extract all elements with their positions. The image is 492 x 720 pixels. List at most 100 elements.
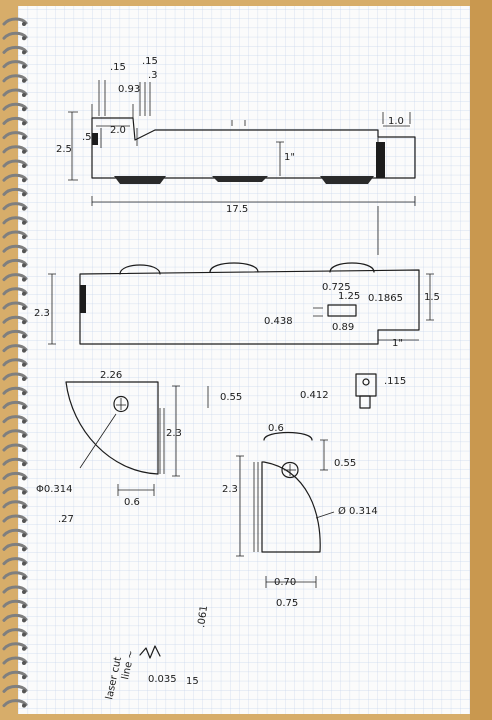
spiral-hole bbox=[22, 220, 26, 225]
spiral-hole bbox=[22, 419, 26, 424]
spiral-coil bbox=[2, 500, 28, 509]
spiral-hole bbox=[22, 618, 26, 623]
spiral-hole bbox=[22, 533, 26, 538]
spiral-hole bbox=[22, 547, 26, 552]
spiral-coil bbox=[2, 372, 28, 381]
spiral-coil bbox=[2, 585, 28, 594]
label: 0.89 bbox=[332, 322, 354, 333]
spiral-hole bbox=[22, 661, 26, 665]
spiral-hole bbox=[22, 646, 26, 651]
spiral-hole bbox=[22, 291, 26, 296]
spiral-coil bbox=[2, 102, 28, 111]
spiral-coil bbox=[2, 145, 28, 154]
spiral-hole bbox=[22, 263, 26, 268]
spiral-coil bbox=[2, 88, 28, 97]
spiral-coil bbox=[2, 471, 28, 480]
notebook-page bbox=[18, 6, 470, 714]
spiral-hole bbox=[22, 604, 26, 609]
spiral-hole bbox=[22, 362, 26, 367]
spiral-coil bbox=[2, 216, 28, 225]
spiral-hole bbox=[22, 561, 26, 566]
label: .3 bbox=[148, 70, 158, 81]
spiral-coil bbox=[2, 74, 28, 83]
spiral-hole bbox=[22, 348, 26, 353]
label: 1" bbox=[284, 152, 295, 163]
label: 0.725 bbox=[322, 282, 351, 293]
spiral-hole bbox=[22, 64, 26, 69]
spiral-hole bbox=[22, 490, 26, 495]
label: 15 bbox=[186, 676, 199, 687]
spiral-coil bbox=[2, 202, 28, 211]
small-tab-drawing bbox=[355, 373, 377, 409]
spiral-coil bbox=[2, 329, 28, 338]
spiral-hole bbox=[22, 149, 26, 154]
label: 0.412 bbox=[300, 390, 329, 401]
spiral-hole bbox=[22, 206, 26, 211]
label: 2.5 bbox=[56, 144, 72, 155]
spiral-hole bbox=[22, 121, 26, 126]
label: 0.438 bbox=[264, 316, 293, 327]
spiral-coil bbox=[2, 386, 28, 395]
spiral-coil bbox=[2, 17, 28, 26]
spiral-coil bbox=[2, 684, 28, 693]
spiral-hole bbox=[22, 405, 26, 410]
spiral-binding bbox=[2, 17, 28, 708]
spiral-coil bbox=[2, 642, 28, 651]
laser-squiggle bbox=[139, 645, 161, 659]
spiral-hole bbox=[22, 703, 26, 708]
spiral-hole bbox=[22, 178, 26, 183]
spiral-hole bbox=[22, 249, 26, 254]
label: .5 bbox=[82, 132, 92, 143]
spiral-hole bbox=[22, 689, 26, 694]
label: 2.0 bbox=[110, 125, 126, 136]
spiral-coil bbox=[2, 173, 28, 182]
label: 1.0 bbox=[388, 116, 404, 127]
label: 0.93 bbox=[118, 84, 140, 95]
spiral-coil bbox=[2, 514, 28, 523]
label: 0.035 bbox=[148, 674, 177, 685]
label: 1" bbox=[392, 338, 403, 349]
spiral-hole bbox=[22, 675, 26, 680]
label: .061 bbox=[196, 605, 210, 629]
spiral-coil bbox=[2, 628, 28, 637]
spiral-hole bbox=[22, 306, 26, 310]
top-view-drawing bbox=[68, 80, 416, 255]
label: 2.3 bbox=[166, 428, 182, 439]
spiral-hole bbox=[22, 334, 26, 339]
spiral-coil bbox=[2, 457, 28, 466]
spiral-hole bbox=[22, 277, 26, 282]
spiral-hole bbox=[22, 107, 26, 112]
spiral-coil bbox=[2, 116, 28, 125]
spiral-coil bbox=[2, 571, 28, 580]
spiral-coil bbox=[2, 315, 28, 324]
label: 0.6 bbox=[124, 497, 140, 508]
spiral-hole bbox=[22, 433, 26, 438]
label: Ø 0.314 bbox=[338, 505, 378, 517]
spiral-coil bbox=[2, 599, 28, 608]
spiral-hole bbox=[22, 575, 26, 580]
spiral-hole bbox=[22, 377, 26, 381]
spiral-hole bbox=[22, 632, 26, 637]
spiral-hole bbox=[22, 93, 26, 97]
spiral-hole bbox=[22, 135, 26, 140]
label: 0.1865 bbox=[368, 293, 403, 304]
label: Φ0.314 bbox=[36, 484, 73, 495]
spiral-hole bbox=[22, 476, 26, 481]
spiral-coil bbox=[2, 429, 28, 438]
spiral-hole bbox=[22, 320, 26, 325]
spiral-coil bbox=[2, 244, 28, 253]
label: .115 bbox=[384, 376, 406, 387]
spiral-coil bbox=[2, 443, 28, 452]
spiral-hole bbox=[22, 391, 26, 396]
label: 1.5 bbox=[424, 292, 440, 303]
label: 0.55 bbox=[334, 458, 356, 469]
label: .27 bbox=[58, 514, 74, 525]
spiral-hole bbox=[22, 448, 26, 452]
spiral-coil bbox=[2, 45, 28, 54]
spiral-hole bbox=[22, 235, 26, 239]
spiral-hole bbox=[22, 22, 26, 26]
spiral-hole bbox=[22, 590, 26, 594]
spiral-hole bbox=[22, 504, 26, 509]
label: 1.25 bbox=[338, 291, 360, 302]
